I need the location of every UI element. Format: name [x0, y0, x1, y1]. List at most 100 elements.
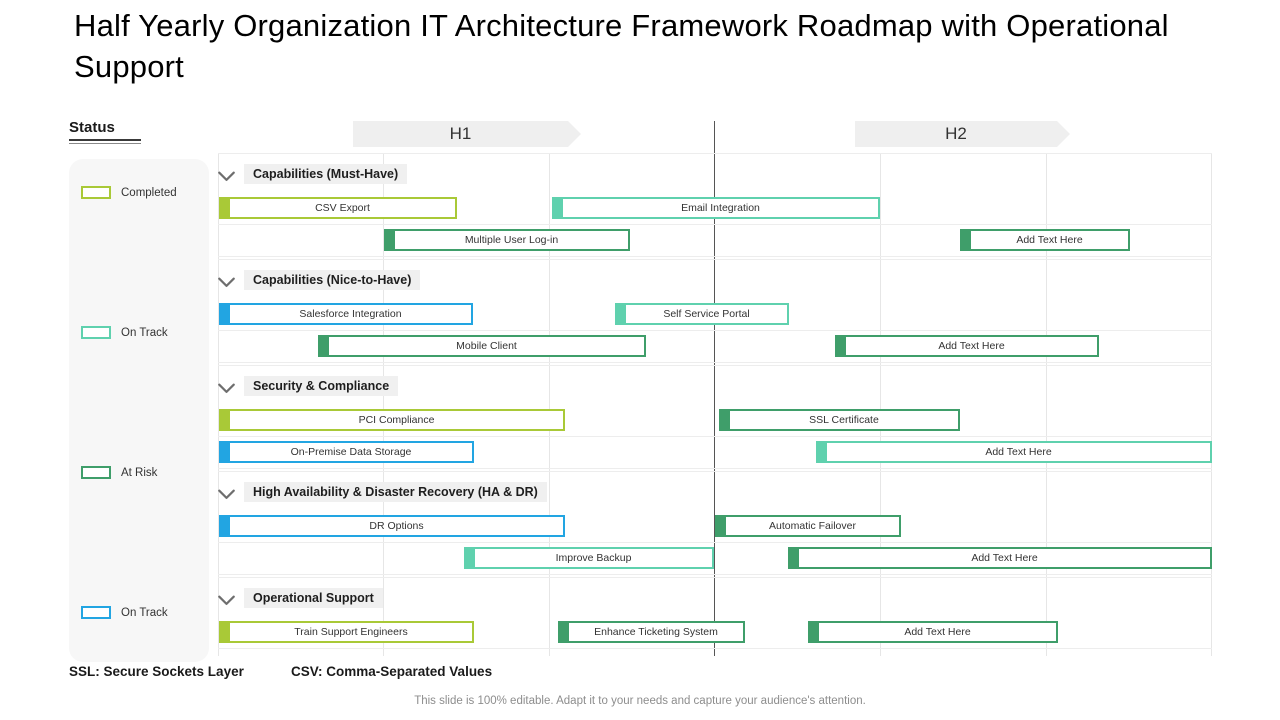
task-bar[interactable]: Mobile Client: [318, 335, 646, 357]
task-bar-label: PCI Compliance: [358, 414, 435, 426]
task-bar[interactable]: Train Support Engineers: [219, 621, 474, 643]
legend-item-completed: Completed: [81, 186, 177, 199]
task-bar[interactable]: PCI Compliance: [219, 409, 565, 431]
task-bar-label: Enhance Ticketing System: [594, 626, 718, 638]
legend-swatch-icon: [81, 606, 111, 619]
task-bar-label: Add Text Here: [938, 340, 1005, 352]
task-bar[interactable]: Improve Backup: [464, 547, 714, 569]
task-bar-status-cap: [219, 409, 230, 431]
task-bar[interactable]: Multiple User Log-in: [384, 229, 630, 251]
timeline-midline: [714, 121, 715, 656]
task-bar[interactable]: Add Text Here: [960, 229, 1130, 251]
task-bar-label: Add Text Here: [971, 552, 1038, 564]
timeline-gridline: [383, 153, 384, 656]
timeline-gridline: [1211, 153, 1212, 656]
slide-disclaimer: This slide is 100% editable. Adapt it to…: [414, 695, 866, 707]
section-header-0[interactable]: Capabilities (Must-Have): [218, 163, 408, 185]
task-bar-label: SSL Certificate: [809, 414, 879, 426]
row-divider: [218, 542, 1212, 543]
row-divider: [218, 330, 1212, 331]
section-title: High Availability & Disaster Recovery (H…: [244, 482, 547, 502]
status-heading: Status: [69, 119, 141, 144]
section-title: Security & Compliance: [244, 376, 399, 396]
section-header-1[interactable]: Capabilities (Nice-to-Have): [218, 269, 421, 291]
section-divider: [218, 577, 1212, 578]
task-bar-status-cap: [219, 441, 230, 463]
legend-item-on-track: On Track: [81, 326, 168, 339]
section-divider: [218, 471, 1212, 472]
abbreviation-csv: CSV: Comma-Separated Values: [291, 664, 493, 679]
status-underline-thin: [69, 143, 141, 144]
task-bar[interactable]: CSV Export: [219, 197, 457, 219]
task-bar[interactable]: Add Text Here: [835, 335, 1099, 357]
chevron-down-icon[interactable]: [218, 275, 235, 287]
timeline-gridline: [880, 153, 881, 656]
task-bar-label: Improve Backup: [555, 552, 632, 564]
section-title: Capabilities (Nice-to-Have): [244, 270, 421, 290]
task-bar-status-cap: [719, 409, 730, 431]
task-bar-status-cap: [219, 197, 230, 219]
task-bar-label: Add Text Here: [1016, 234, 1083, 246]
task-bar-status-cap: [318, 335, 329, 357]
status-heading-label: Status: [69, 119, 115, 136]
task-bar[interactable]: Email Integration: [552, 197, 880, 219]
task-bar-status-cap: [219, 621, 230, 643]
timeline-gridline: [218, 153, 219, 656]
section-title: Capabilities (Must-Have): [244, 164, 408, 184]
task-bar[interactable]: Automatic Failover: [715, 515, 901, 537]
task-bar-label: DR Options: [369, 520, 424, 532]
phase-arrow-icon: [1057, 121, 1070, 147]
legend-item-at-risk: At Risk: [81, 466, 157, 479]
chevron-down-icon[interactable]: [218, 381, 235, 393]
section-header-3[interactable]: High Availability & Disaster Recovery (H…: [218, 481, 547, 503]
task-bar-label: Train Support Engineers: [294, 626, 408, 638]
row-divider: [218, 224, 1212, 225]
task-bar[interactable]: DR Options: [219, 515, 565, 537]
task-bar-status-cap: [615, 303, 626, 325]
row-divider: [218, 648, 1212, 649]
phase-header-h2: H2: [855, 121, 1070, 147]
status-underline-thick: [69, 139, 141, 141]
task-bar-status-cap: [219, 303, 230, 325]
row-divider: [218, 256, 1212, 257]
task-bar-status-cap: [960, 229, 971, 251]
task-bar-label: Self Service Portal: [663, 308, 750, 320]
task-bar-label: Email Integration: [681, 202, 760, 214]
chevron-down-icon[interactable]: [218, 487, 235, 499]
legend-swatch-icon: [81, 466, 111, 479]
task-bar[interactable]: Add Text Here: [788, 547, 1212, 569]
task-bar-status-cap: [552, 197, 563, 219]
task-bar-status-cap: [558, 621, 569, 643]
section-header-2[interactable]: Security & Compliance: [218, 375, 399, 397]
task-bar-status-cap: [808, 621, 819, 643]
legend-swatch-icon: [81, 326, 111, 339]
section-divider: [218, 259, 1212, 260]
task-bar-label: Automatic Failover: [769, 520, 856, 532]
task-bar-status-cap: [816, 441, 827, 463]
task-bar-status-cap: [715, 515, 726, 537]
chevron-down-icon[interactable]: [218, 593, 235, 605]
section-header-4[interactable]: Operational Support: [218, 587, 383, 609]
status-legend: Completed On Track At Risk On Track: [69, 159, 209, 662]
task-bar[interactable]: Salesforce Integration: [219, 303, 473, 325]
row-divider: [218, 436, 1212, 437]
row-divider: [218, 362, 1212, 363]
legend-item-on-track: On Track: [81, 606, 168, 619]
task-bar-status-cap: [384, 229, 395, 251]
task-bar[interactable]: Add Text Here: [816, 441, 1212, 463]
task-bar-label: On-Premise Data Storage: [290, 446, 412, 458]
chevron-down-icon[interactable]: [218, 169, 235, 181]
task-bar[interactable]: Add Text Here: [808, 621, 1058, 643]
task-bar-label: Add Text Here: [985, 446, 1052, 458]
task-bar[interactable]: Self Service Portal: [615, 303, 789, 325]
task-bar[interactable]: Enhance Ticketing System: [558, 621, 745, 643]
task-bar-label: CSV Export: [315, 202, 370, 214]
task-bar[interactable]: On-Premise Data Storage: [219, 441, 474, 463]
task-bar-status-cap: [835, 335, 846, 357]
task-bar[interactable]: SSL Certificate: [719, 409, 960, 431]
phase-header-h1: H1: [353, 121, 581, 147]
section-title: Operational Support: [244, 588, 383, 608]
timeline-gridline: [1046, 153, 1047, 656]
